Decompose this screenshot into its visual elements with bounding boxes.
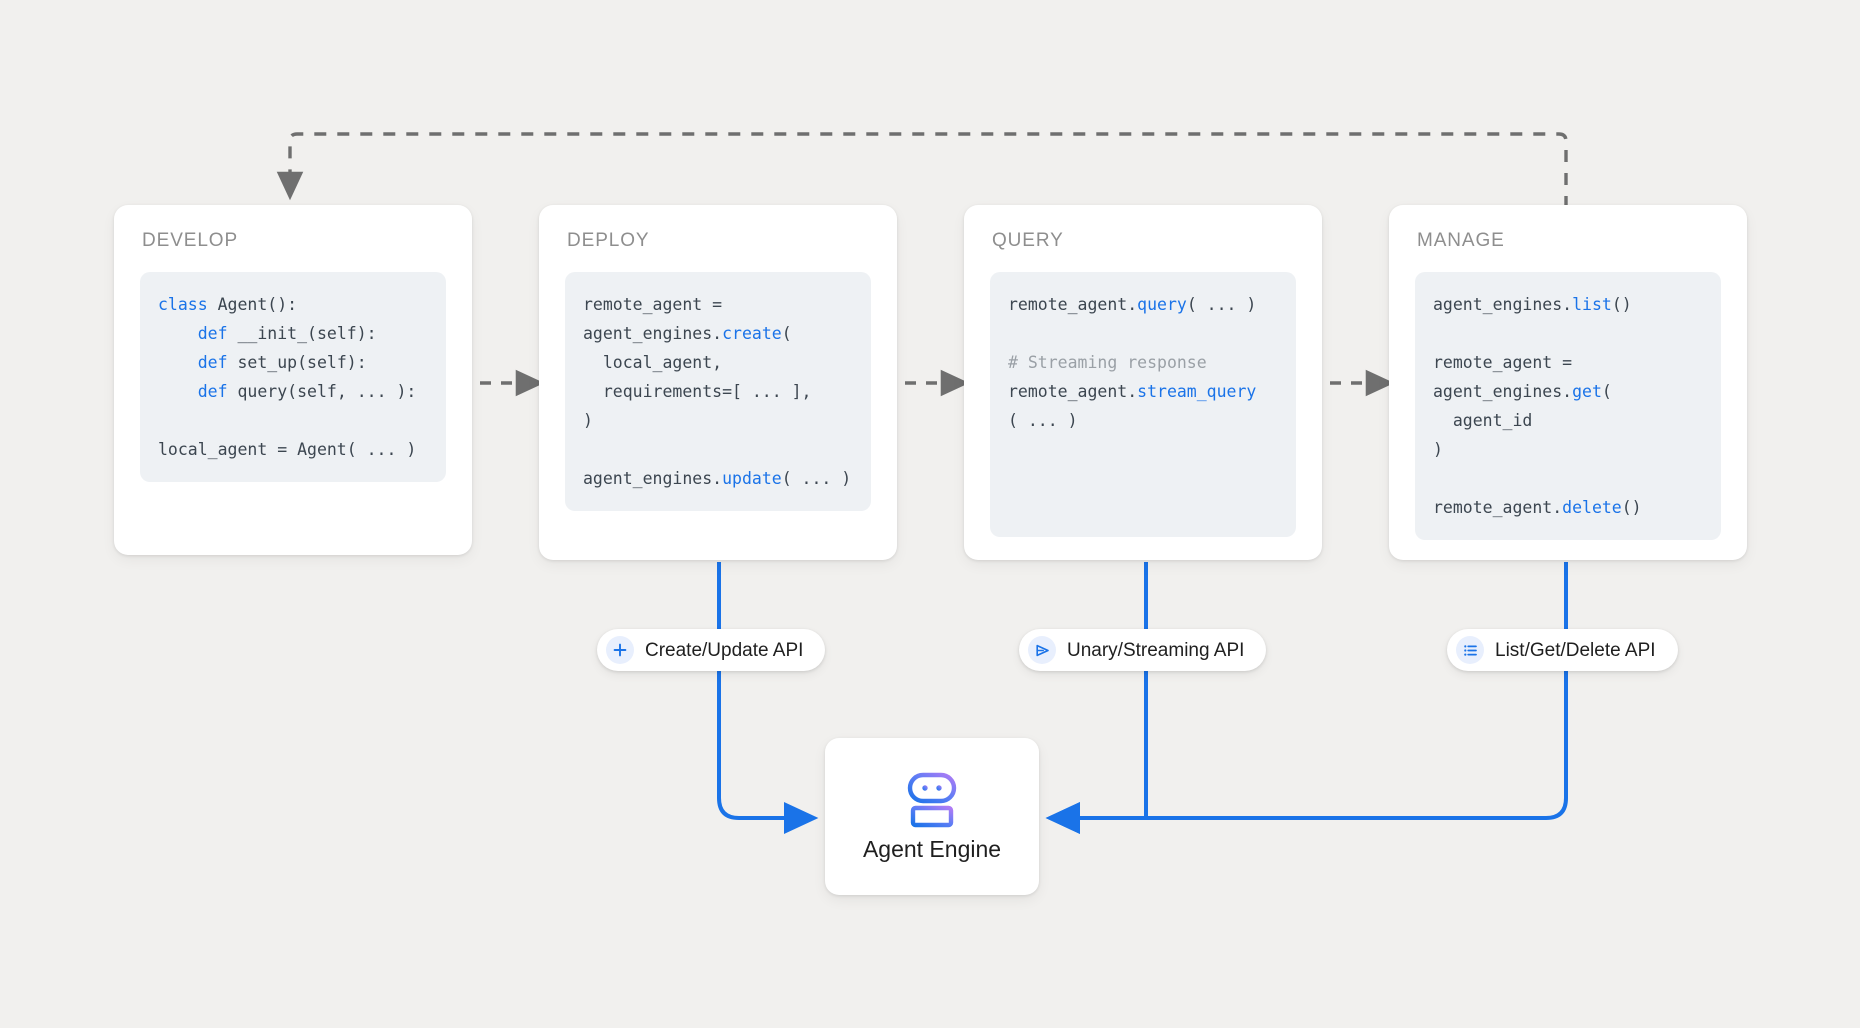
agent-engine-label: Agent Engine	[862, 836, 1002, 862]
agent-engine-node[interactable]: Agent Engine	[825, 738, 1039, 895]
api-pill-label: Unary/Streaming API	[1067, 639, 1245, 661]
api-pill-label: Create/Update API	[645, 639, 804, 661]
wire-manage-to-agent-engine	[1045, 562, 1568, 834]
robot-icon	[907, 772, 957, 828]
stage-card-deploy[interactable]: DEPLOY remote_agent = agent_engines.crea…	[539, 205, 897, 560]
code-block-deploy: remote_agent = agent_engines.create( loc…	[565, 272, 871, 511]
api-pill-list-get-delete[interactable]: List/Get/Delete API	[1447, 629, 1678, 671]
api-pill-unary-streaming[interactable]: Unary/Streaming API	[1019, 629, 1267, 671]
plus-icon	[606, 636, 634, 664]
stage-card-query[interactable]: QUERY remote_agent.query( ... ) # Stream…	[964, 205, 1322, 560]
feedback-loop-arrow	[276, 132, 1568, 208]
stage-title-query: QUERY	[992, 230, 1064, 251]
wire-query-to-agent-engine	[1045, 562, 1148, 834]
send-icon	[1028, 636, 1056, 664]
code-block-develop: class Agent(): def __init_(self): def se…	[140, 272, 446, 482]
wire-deploy-to-agent-engine	[717, 562, 819, 834]
api-pill-create-update[interactable]: Create/Update API	[597, 629, 826, 671]
code-block-manage: agent_engines.list() remote_agent = agen…	[1415, 272, 1721, 540]
stage-title-develop: DEVELOP	[142, 230, 239, 251]
stage-card-develop[interactable]: DEVELOP class Agent(): def __init_(self)…	[114, 205, 472, 555]
api-pill-label: List/Get/Delete API	[1495, 639, 1656, 661]
list-icon	[1456, 636, 1484, 664]
code-block-query: remote_agent.query( ... ) # Streaming re…	[990, 272, 1296, 537]
stage-title-deploy: DEPLOY	[567, 230, 650, 251]
stage-card-manage[interactable]: MANAGE agent_engines.list() remote_agent…	[1389, 205, 1747, 560]
stage-title-manage: MANAGE	[1417, 230, 1505, 251]
